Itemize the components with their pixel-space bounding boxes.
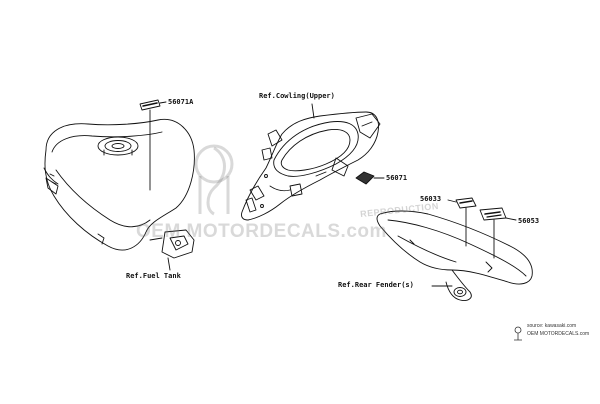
fuel-tank-drawing: [43, 118, 195, 259]
decal-56053: [479, 207, 517, 259]
source-credit-line1: source: kawasaki.com: [527, 323, 577, 329]
rear-fender-drawing: [376, 210, 533, 301]
ref-label-cowling: Ref.Cowling(Upper): [259, 92, 335, 100]
ref-label-rear-fender: Ref.Rear Fender(s): [338, 281, 414, 289]
source-logo-icon: [514, 326, 522, 341]
ref-label-fuel-tank: Ref.Fuel Tank: [126, 272, 181, 280]
part-label-56033: 56033: [420, 195, 442, 203]
decal-56071: [355, 171, 385, 185]
part-label-56053: 56053: [518, 217, 540, 225]
part-label-56071a: 56071A: [168, 98, 194, 106]
source-credit-line2: OEM MOTORDECALS.com: [527, 331, 590, 337]
watermark-logo-icon: [194, 144, 234, 216]
cowling-drawing: [241, 111, 381, 221]
watermark-text: OEM MOTORDECALS.com: [136, 221, 387, 242]
emblem-56071a: [139, 99, 167, 111]
decal-56033: [455, 197, 477, 247]
part-label-56071: 56071: [386, 174, 408, 182]
